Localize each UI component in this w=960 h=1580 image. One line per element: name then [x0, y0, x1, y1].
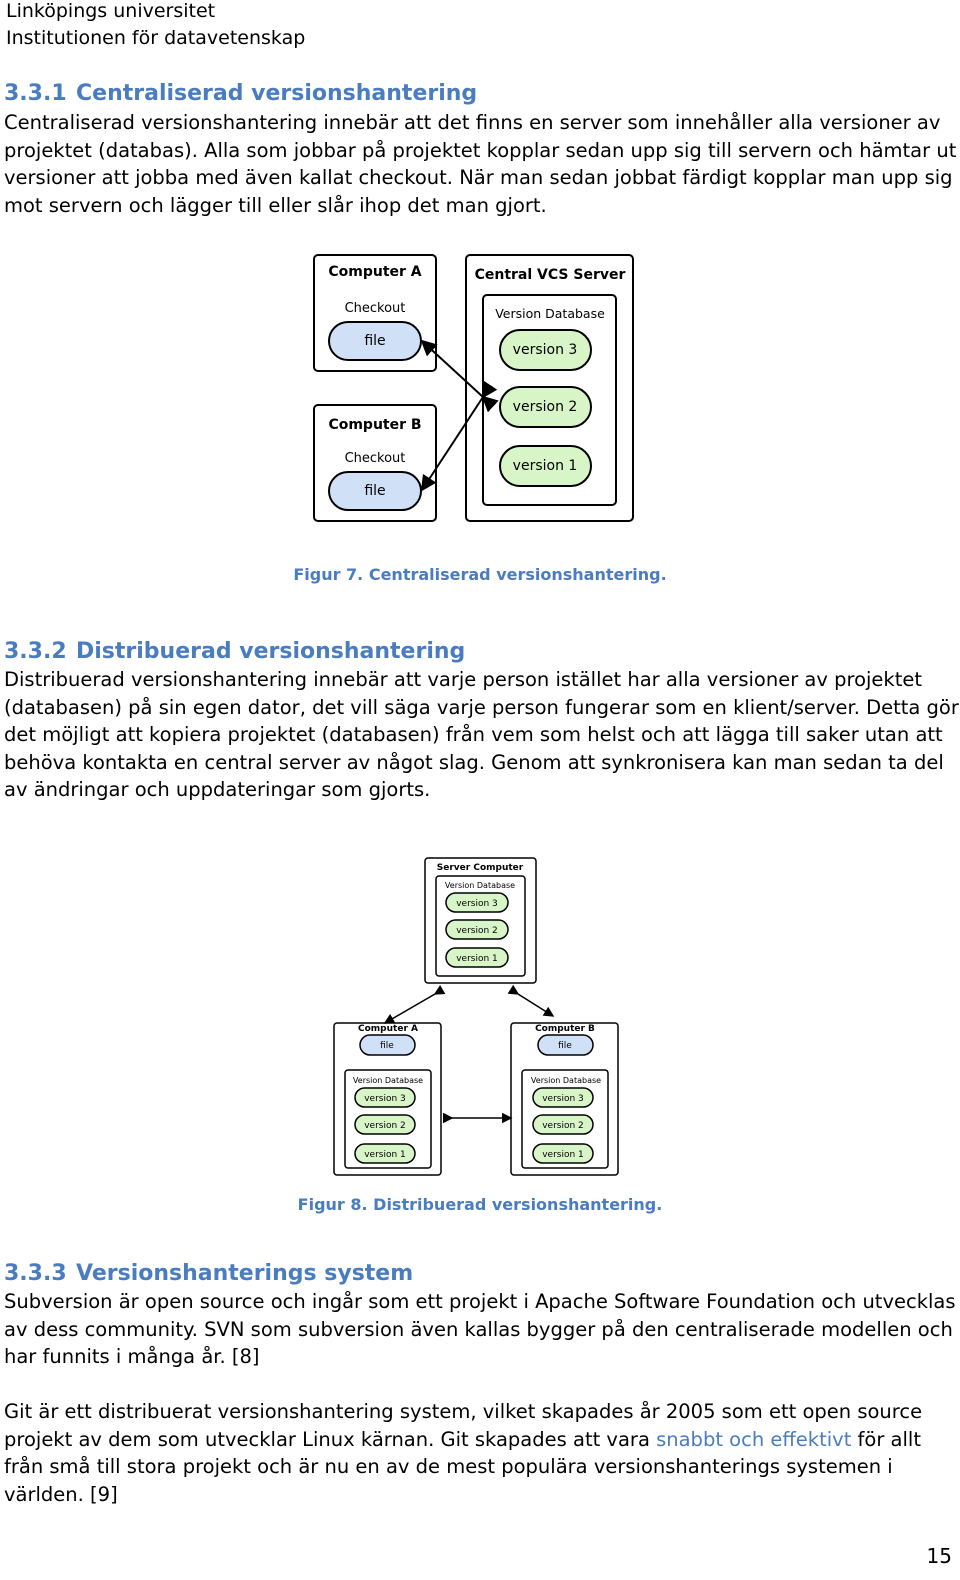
version-3-label: version 3: [513, 342, 578, 358]
version-1-label: version 1: [513, 458, 578, 474]
section-title: Distribuerad versionshantering: [76, 639, 466, 664]
version-database-label: Version Database: [353, 1076, 423, 1085]
version-3-label: version 3: [542, 1094, 584, 1104]
computer-b-label: Computer B: [328, 417, 421, 433]
figure-7-caption: Figur 7. Centraliserad versionshantering…: [293, 565, 667, 584]
file-pill: [359, 1034, 416, 1056]
checkout-label: Checkout: [345, 451, 406, 466]
version-database-label: Version Database: [531, 1076, 601, 1085]
figure-8-caption: Figur 8. Distribuerad versionshantering.: [297, 1195, 663, 1214]
paragraph-link[interactable]: snabbt och effektivt: [656, 1427, 852, 1451]
version-1-label: version 1: [456, 954, 498, 964]
server-label: Server Computer: [437, 863, 524, 873]
version-pill: [354, 1114, 416, 1135]
version-pill: [532, 1114, 594, 1135]
arrow-server-b: [507, 984, 555, 1017]
file-label: file: [558, 1041, 572, 1051]
paragraph-text: Git är ett distribuerat versionshanterin…: [4, 1400, 923, 1451]
section-title: Centraliserad versionshantering: [76, 81, 478, 106]
computer-a-box: Computer A file Version Database version…: [333, 1022, 442, 1176]
central-server-box: Central VCS Server Version Database vers…: [465, 254, 634, 522]
server-computer-box: Server Computer Version Database version…: [424, 857, 537, 984]
version-pill: [532, 1087, 594, 1108]
section-title: Versionshanterings system: [76, 1261, 414, 1286]
section-heading-3-3-3: 3.3.3 Versionshanterings system: [4, 1260, 413, 1288]
section-paragraph-1: Subversion är open source och ingår som …: [4, 1290, 956, 1369]
section-number: 3.3.2: [4, 639, 67, 664]
section-heading-3-3-2: 3.3.2 Distribuerad versionshantering: [4, 638, 465, 666]
computer-a-box: Computer A Checkout file: [313, 254, 437, 372]
version-2-label: version 2: [542, 1121, 584, 1131]
version-pill: [445, 919, 509, 940]
section-body: Distribuerad versionshantering innebär a…: [4, 668, 959, 802]
version-database-label: Version Database: [445, 881, 515, 890]
version-pill: [354, 1143, 416, 1164]
version-2-label: version 2: [513, 399, 578, 415]
checkout-label: Checkout: [345, 301, 406, 316]
version-2-label: version 2: [364, 1121, 406, 1131]
header-department: Institutionen för datavetenskap: [6, 27, 306, 49]
version-database-label: Version Database: [495, 306, 605, 321]
version-pill: [532, 1143, 594, 1164]
section-paragraph-2: Git är ett distribuerat versionshanterin…: [4, 1398, 959, 1508]
version-3-label: version 3: [456, 899, 498, 909]
version-2-label: version 2: [456, 926, 498, 936]
file-label: file: [380, 1041, 394, 1051]
version-pill: [445, 947, 509, 968]
file-pill: [537, 1034, 594, 1056]
computer-b-box: Computer B Checkout file: [313, 404, 437, 522]
computer-a-label: Computer A: [328, 264, 421, 280]
section-body: Centraliserad versionshantering innebär …: [4, 111, 957, 217]
figure-distributed-vcs: Server Computer Version Database version…: [333, 857, 619, 1176]
paragraph-text: för allt från små till stora projekt och…: [4, 1427, 921, 1506]
arrow-b: [420, 380, 498, 492]
file-label: file: [364, 333, 385, 349]
version-pill: [445, 892, 509, 913]
file-label: file: [364, 483, 385, 499]
version-1-label: version 1: [364, 1150, 406, 1160]
figure-centralized-vcs: Computer A Checkout file Computer B Chec…: [313, 254, 634, 522]
version-pill: [354, 1087, 416, 1108]
version-3-label: version 3: [364, 1094, 406, 1104]
version-pill: [499, 329, 592, 371]
section-number: 3.3.1: [4, 81, 67, 106]
version-1-label: version 1: [542, 1150, 584, 1160]
version-pill: [499, 386, 592, 428]
server-label: Central VCS Server: [475, 267, 626, 283]
computer-b-box: Computer B file Version Database version…: [510, 1022, 619, 1176]
computer-b-label: Computer B: [535, 1024, 595, 1034]
arrow-server-a: [383, 984, 446, 1024]
header-university: Linköpings universitet: [6, 0, 216, 22]
page-number: 15: [926, 1544, 952, 1568]
section-number: 3.3.3: [4, 1261, 67, 1286]
computer-a-label: Computer A: [358, 1024, 418, 1034]
version-pill: [499, 445, 592, 487]
section-heading-3-3-1: 3.3.1 Centraliserad versionshantering: [4, 80, 477, 108]
